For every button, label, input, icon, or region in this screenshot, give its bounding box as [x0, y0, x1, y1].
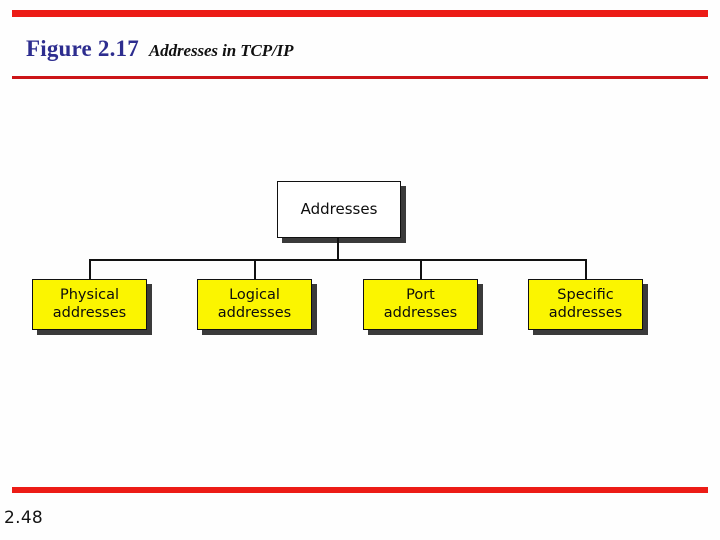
- bottom-red-rule: [12, 487, 708, 493]
- node-specific-addresses-label-line1: Specific: [557, 287, 614, 304]
- node-addresses-label: Addresses: [300, 199, 378, 218]
- figure-label: Figure 2.17: [26, 36, 139, 61]
- top-red-rule: [12, 10, 708, 17]
- node-specific-addresses[interactable]: Specific addresses: [528, 279, 643, 330]
- node-physical-addresses-label-line2: addresses: [52, 304, 127, 321]
- figure-caption: Addresses in TCP/IP: [148, 41, 294, 60]
- node-port-addresses-label-line1: Port: [406, 287, 435, 304]
- node-port-addresses[interactable]: Port addresses: [363, 279, 478, 330]
- node-specific-addresses-label-line2: addresses: [548, 304, 623, 321]
- page-number: 2.48: [4, 508, 44, 528]
- connector-drop-specific: [585, 259, 587, 279]
- node-addresses[interactable]: Addresses: [277, 181, 401, 238]
- node-logical-addresses-label-line1: Logical: [229, 287, 280, 304]
- connector-drop-physical: [89, 259, 91, 279]
- node-physical-addresses[interactable]: Physical addresses: [32, 279, 147, 330]
- node-logical-addresses-label-line2: addresses: [217, 304, 292, 321]
- connector-root-stem: [337, 238, 339, 260]
- node-physical-addresses-label-line1: Physical: [60, 287, 119, 304]
- node-logical-addresses[interactable]: Logical addresses: [197, 279, 312, 330]
- slide-title: Figure 2.17 Addresses in TCP/IP: [26, 36, 294, 62]
- title-underline-rule: [12, 76, 708, 79]
- connector-drop-port: [420, 259, 422, 279]
- node-port-addresses-label-line2: addresses: [383, 304, 458, 321]
- connector-drop-logical: [254, 259, 256, 279]
- connector-horizontal-bus: [89, 259, 586, 261]
